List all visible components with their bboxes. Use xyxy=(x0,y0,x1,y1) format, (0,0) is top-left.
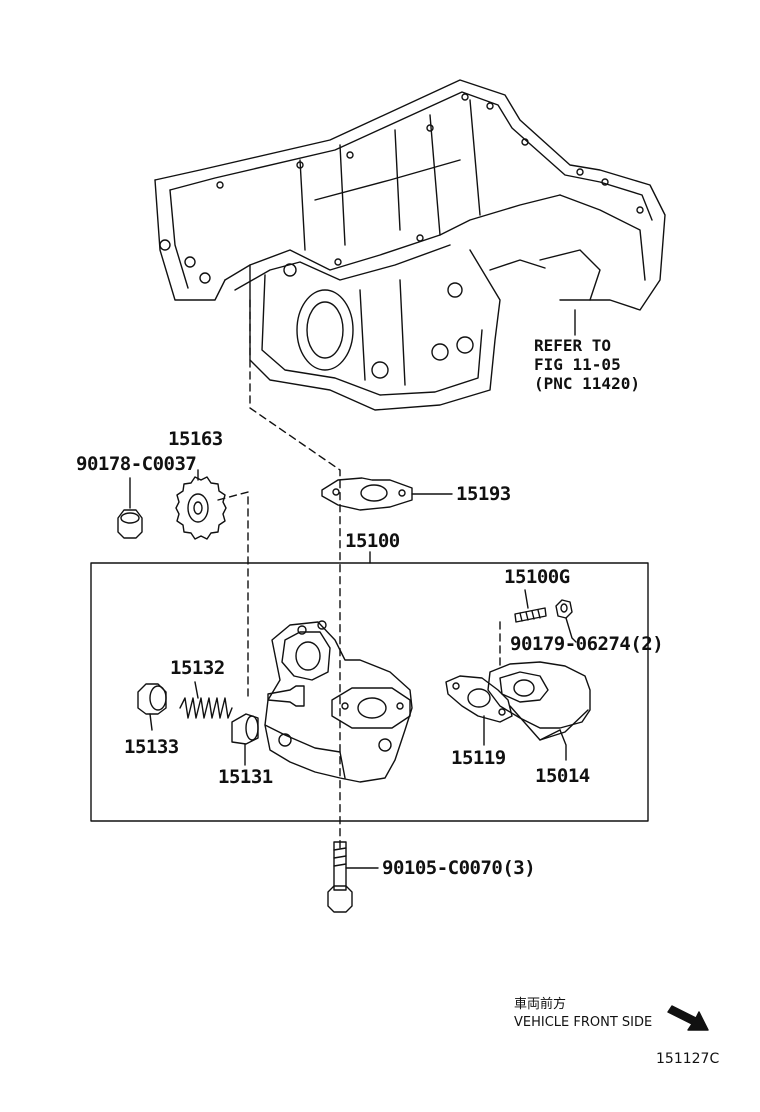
nut-drawing xyxy=(117,477,143,539)
direction-note: 車両前方 VEHICLE FRONT SIDE xyxy=(514,996,652,1031)
valve-drawing xyxy=(231,713,259,766)
part-15100G-label: 15100G xyxy=(504,566,570,588)
part-15193-label: 15193 xyxy=(456,483,511,505)
front-direction-arrow-icon xyxy=(667,1005,709,1031)
part-90178-label: 90178-C0037 xyxy=(76,453,197,475)
part-90179-label: 90179-06274(2) xyxy=(510,633,664,655)
refer-note: REFER TO FIG 11-05 (PNC 11420) xyxy=(534,336,640,394)
refer-line-2: FIG 11-05 xyxy=(534,355,621,375)
stud-drawing xyxy=(514,589,577,643)
spring-drawing xyxy=(179,681,233,719)
refer-line-3: (PNC 11420) xyxy=(534,374,640,394)
alignment-lines xyxy=(217,299,501,851)
oil-pump-drawing xyxy=(264,620,413,783)
sprocket-drawing xyxy=(175,469,227,540)
part-15100-label: 15100 xyxy=(345,530,400,552)
part-15131-label: 15131 xyxy=(218,766,273,788)
diagram-code: 151127C xyxy=(656,1051,720,1067)
oil-pan-illustration xyxy=(154,79,666,411)
bolt-drawing xyxy=(327,841,379,913)
strainer-gasket-drawing xyxy=(445,675,513,746)
refer-line-1: REFER TO xyxy=(534,336,612,355)
part-90105-label: 90105-C0070(3) xyxy=(382,857,536,879)
gasket-drawing xyxy=(321,477,453,511)
part-15014-label: 15014 xyxy=(535,765,590,787)
plug-drawing xyxy=(137,683,167,731)
direction-en: VEHICLE FRONT SIDE xyxy=(514,1014,653,1030)
part-15133-label: 15133 xyxy=(124,736,179,758)
part-15163-label: 15163 xyxy=(168,428,223,450)
part-15119-label: 15119 xyxy=(451,747,506,769)
assembly-box xyxy=(90,551,649,822)
strainer-drawing xyxy=(487,661,591,761)
part-15132-label: 15132 xyxy=(170,657,225,679)
direction-jp: 車両前方 xyxy=(514,997,567,1012)
